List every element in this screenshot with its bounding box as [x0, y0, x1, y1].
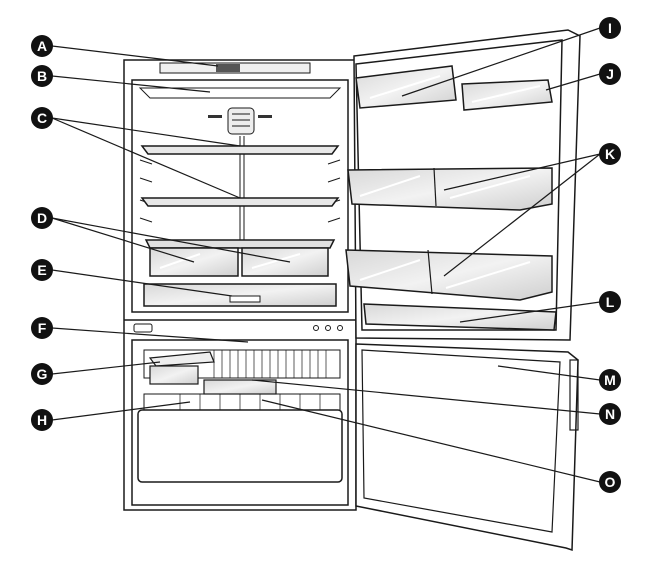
callout-j-label: J [606, 66, 614, 82]
leader-lines [51, 27, 601, 483]
middle-door-bin-2 [345, 249, 553, 301]
callout-k: K [599, 143, 621, 165]
callout-d-label: D [37, 210, 47, 226]
callout-badges: A B C D E F G H I J K L M N O [31, 17, 621, 493]
callout-i-label: I [608, 20, 612, 36]
callout-n-label: N [605, 406, 615, 422]
callout-h: H [31, 409, 53, 431]
callout-d: D [31, 207, 53, 229]
callout-j: J [599, 63, 621, 85]
lower-door-bin [363, 303, 557, 331]
glass-shelves [140, 145, 340, 207]
callout-l: L [599, 291, 621, 313]
callout-c: C [31, 107, 53, 129]
callout-k-label: K [605, 146, 615, 162]
callout-h-label: H [37, 412, 47, 428]
callout-c-label: C [37, 110, 47, 126]
callout-l-label: L [606, 294, 615, 310]
callout-n: N [599, 403, 621, 425]
deli-drawer [143, 283, 337, 307]
callout-e-label: E [37, 262, 46, 278]
door-bins [345, 65, 557, 331]
callout-g: G [31, 363, 53, 385]
callout-o-label: O [605, 474, 616, 490]
callout-m-label: M [604, 372, 616, 388]
freezer-section [124, 319, 356, 506]
callout-f: F [31, 317, 53, 339]
upper-shelf [140, 145, 340, 155]
callout-f-label: F [38, 320, 47, 336]
callout-a-label: A [37, 38, 47, 54]
callout-e: E [31, 259, 53, 281]
lower-shelf [140, 197, 340, 207]
callout-i: I [599, 17, 621, 39]
callout-g-label: G [37, 366, 48, 382]
callout-o: O [599, 471, 621, 493]
right-crisper [241, 247, 329, 277]
callout-m: M [599, 369, 621, 391]
callout-a: A [31, 35, 53, 57]
callout-b: B [31, 65, 53, 87]
callout-b-label: B [37, 68, 47, 84]
